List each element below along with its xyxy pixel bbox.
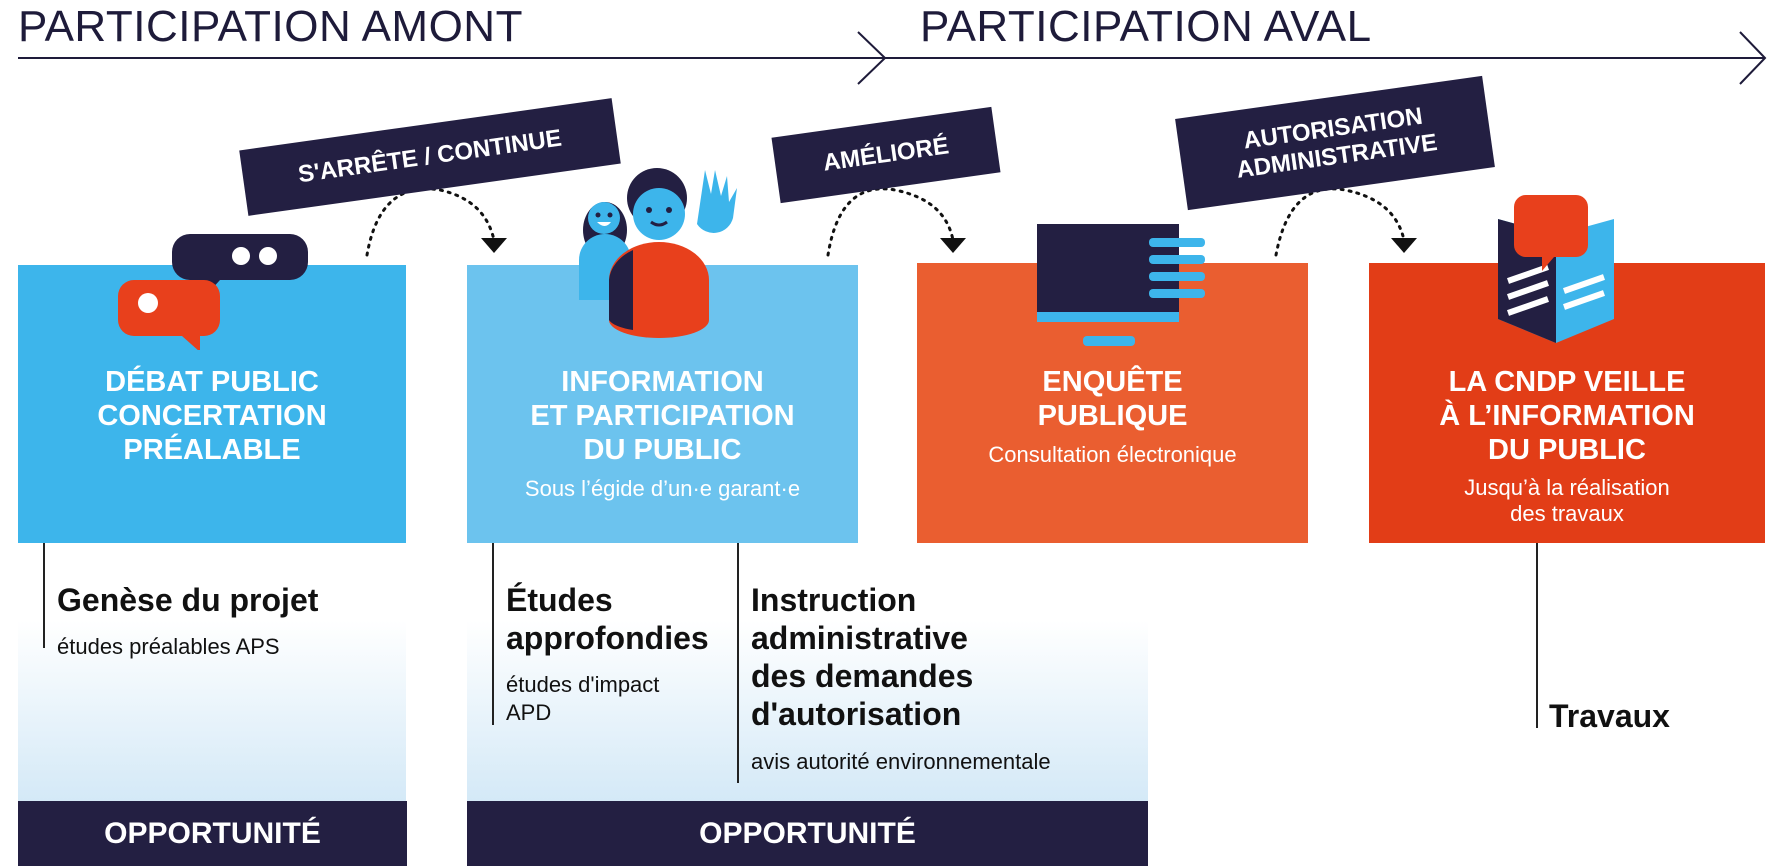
stage-area-2-bg: [467, 543, 1148, 801]
transition-arrows: [365, 187, 1417, 257]
stage-line-1: [43, 543, 45, 648]
transition-arrow-2: [826, 187, 955, 257]
box-debat-public: DÉBAT PUBLIC CONCERTATION PRÉALABLE: [18, 265, 406, 543]
box-enquete-publique: ENQUÊTE PUBLIQUE Consultation électroniq…: [917, 263, 1308, 543]
transition-arrow-3: [1274, 187, 1406, 257]
timeline-arrows: [18, 31, 1767, 85]
opportunity-bar-2: OPPORTUNITÉ: [467, 801, 1148, 866]
stage-title-instruction: Instruction administrative des demandes …: [751, 582, 974, 732]
phase-downstream-title: PARTICIPATION AVAL: [920, 2, 1372, 51]
stage-title-etudes: Études approfondies: [506, 582, 709, 656]
stage-line-4: [1536, 543, 1538, 728]
stage-area-1-bg: [18, 543, 406, 801]
box-subtitle: Consultation électronique: [988, 442, 1237, 467]
box-title: DÉBAT PUBLIC CONCERTATION PRÉALABLE: [97, 366, 327, 466]
stage-subtitle-genese: études préalables APS: [57, 634, 280, 659]
opportunity-bar-1: OPPORTUNITÉ: [18, 801, 407, 866]
people-waving-icon: [579, 168, 737, 338]
arrow-head-downstream: [1739, 31, 1767, 85]
box-subtitle: Sous l’égide d’un·e garant·e: [524, 476, 801, 501]
transition-arrow-1: [365, 187, 496, 257]
stage-title-genese: Genèse du projet: [57, 582, 319, 618]
box-title: INFORMATION ET PARTICIPATION DU PUBLIC: [530, 366, 795, 466]
box-subtitle: Jusqu’à la réalisation des travaux: [1464, 475, 1670, 526]
stage-title-travaux: Travaux: [1549, 698, 1670, 734]
monitor-icon: [1037, 224, 1205, 346]
stage-subtitle-etudes: études d'impact APD: [506, 672, 660, 725]
box-title: ENQUÊTE PUBLIQUE: [1037, 366, 1188, 432]
newspaper-chat-icon: [1498, 195, 1614, 343]
stage-line-2: [492, 543, 494, 725]
box-title: LA CNDP VEILLE À L’INFORMATION DU PUBLIC: [1439, 366, 1695, 466]
chat-bubbles-icon: [118, 234, 308, 350]
stage-subtitle-instruction: avis autorité environnementale: [751, 749, 1051, 774]
phase-upstream-title: PARTICIPATION AMONT: [18, 2, 523, 51]
stage-line-3: [737, 543, 739, 783]
